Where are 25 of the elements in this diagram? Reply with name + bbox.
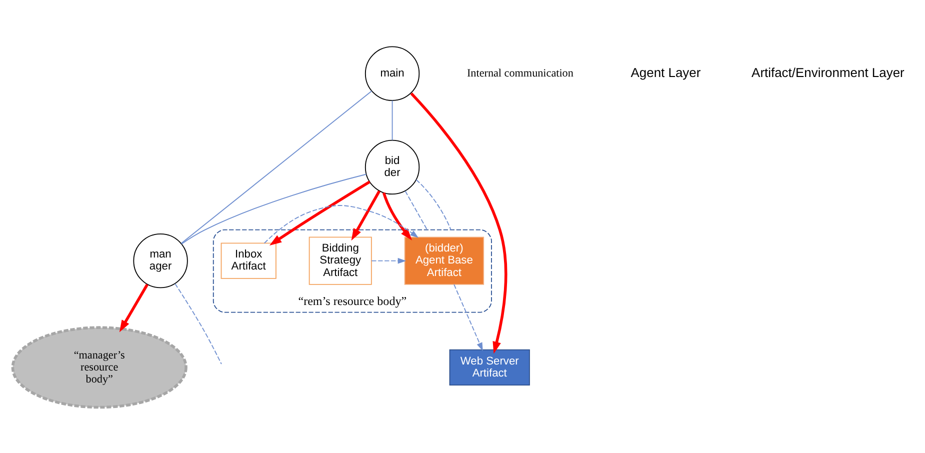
node-box: (bidder) Agent Base Artifact [404, 236, 484, 284]
connector [416, 178, 452, 230]
connector [392, 100, 393, 140]
connector [404, 190, 428, 230]
node-ellipse: “manager’s resource body” [11, 326, 188, 408]
node-box: Bidding Strategy Artifact [308, 236, 372, 284]
arrow [351, 190, 381, 240]
node-circle: man ager [133, 232, 188, 288]
node-box: Web Server Artifact [449, 348, 530, 385]
label: Agent Layer [630, 64, 701, 80]
node-circle: bid der [364, 139, 420, 194]
node-box: Inbox Artifact [220, 242, 276, 278]
connector [174, 282, 222, 364]
arrow [410, 92, 508, 354]
arrow [371, 257, 406, 264]
node-circle: main [364, 46, 420, 100]
arrow [269, 180, 370, 245]
arrow [119, 283, 148, 332]
connector [180, 90, 372, 244]
label: Internal communication [466, 66, 574, 79]
arrow [382, 192, 412, 240]
arrow [454, 284, 483, 350]
connector [181, 173, 367, 244]
label: Artifact/Environment Layer [752, 64, 904, 80]
arrow [264, 204, 418, 244]
